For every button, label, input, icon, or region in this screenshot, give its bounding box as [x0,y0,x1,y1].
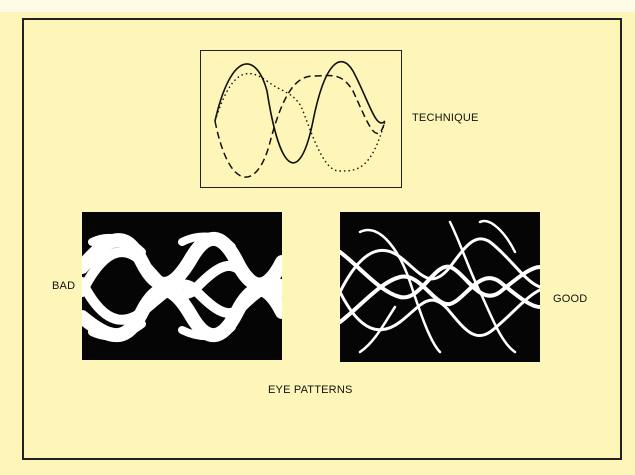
bad-label: BAD [52,280,75,292]
top-margin [0,0,635,12]
bad-eye-pattern [82,212,282,360]
good-label: GOOD [553,293,587,305]
eye-patterns-caption: EYE PATTERNS [268,384,353,396]
technique-diagram [200,50,402,188]
good-eye-pattern [340,212,540,362]
technique-label: TECHNIQUE [412,112,479,124]
solid-waveform [215,62,385,163]
dotted-waveform [215,74,385,171]
dashed-waveform [215,75,385,177]
